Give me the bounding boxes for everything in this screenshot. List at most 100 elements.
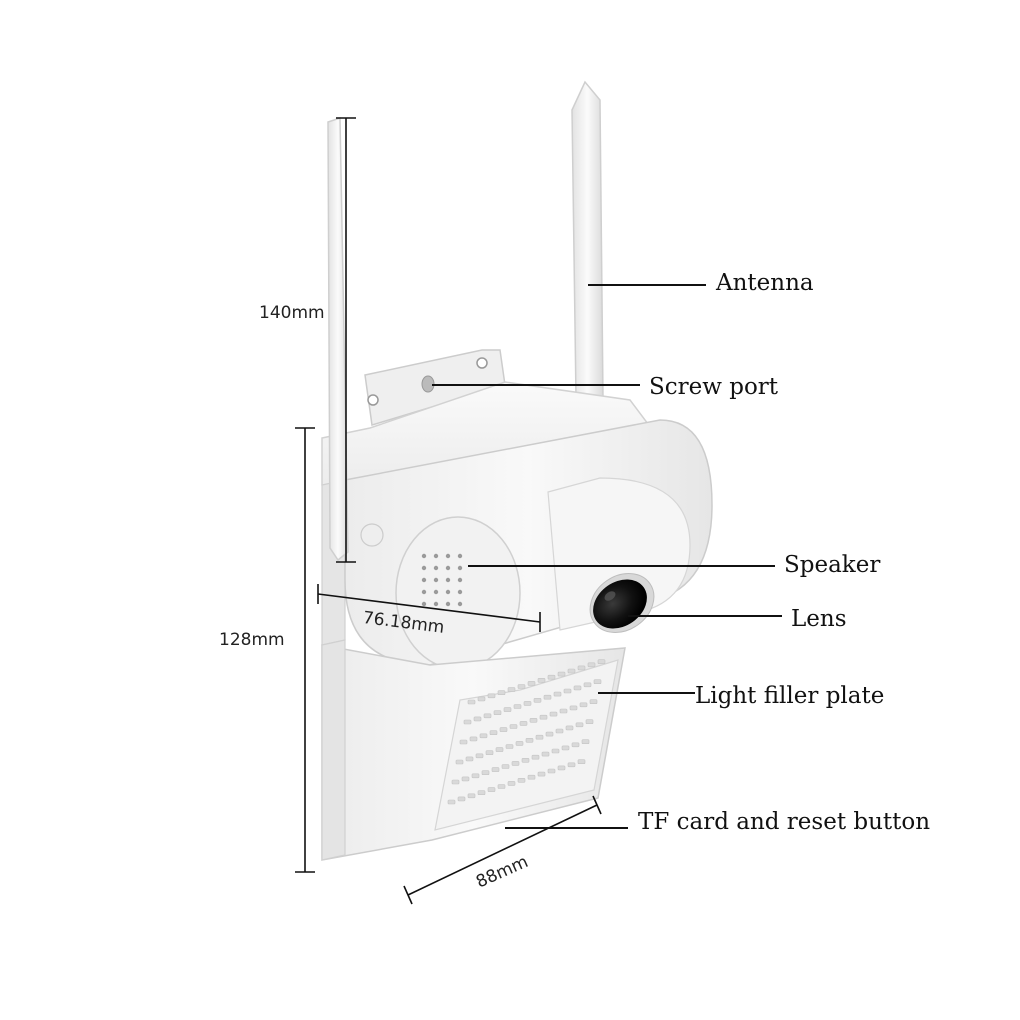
led-cell (487, 693, 496, 699)
led-cell (565, 725, 574, 731)
led-cell (467, 699, 476, 705)
led-cell (559, 708, 568, 714)
base-width-line (407, 804, 598, 896)
led-cell (543, 694, 552, 700)
led-cell (479, 733, 488, 739)
led-cell (531, 754, 540, 760)
led-cell (539, 714, 548, 720)
led-cell (535, 734, 544, 740)
led-cell (493, 710, 502, 716)
led-cell (523, 701, 532, 706)
lens-label: Lens (791, 606, 847, 632)
led-cell (497, 784, 506, 789)
led-cell (581, 739, 590, 745)
led-cell (521, 757, 530, 763)
led-cell (485, 750, 494, 756)
led-cell (447, 799, 456, 805)
callout-lines (432, 284, 782, 829)
dimension-lines (295, 117, 602, 905)
led-cell (511, 761, 520, 766)
led-cell (463, 719, 472, 725)
led-cell (487, 787, 496, 792)
led-cell (587, 662, 596, 668)
led-cell (547, 674, 556, 680)
led-cell (483, 713, 492, 719)
led-cell (597, 659, 606, 665)
led-cell (515, 741, 524, 746)
led-cell (513, 704, 522, 709)
led-cell (519, 721, 528, 726)
led-cell (495, 747, 504, 752)
led-cell (549, 711, 558, 717)
led-cell (499, 727, 508, 732)
left-antenna (327, 116, 384, 562)
led-cell (517, 777, 526, 783)
led-cell (477, 696, 486, 702)
led-cell (569, 705, 578, 711)
led-cell (547, 768, 556, 774)
led-cell (505, 744, 514, 749)
led-cell (459, 739, 468, 745)
led-cell (489, 730, 498, 736)
led-cell (573, 685, 582, 691)
led-cell (491, 767, 500, 772)
led-cell (501, 764, 510, 769)
led-cell (557, 671, 566, 677)
antenna-label: Antenna (716, 270, 814, 296)
led-cell (567, 762, 576, 768)
led-cell (455, 759, 464, 765)
led-cell (553, 691, 562, 697)
bracket-screw-icon (367, 394, 379, 406)
speaker-label: Speaker (784, 552, 881, 578)
led-cell (533, 697, 542, 703)
led-cell (457, 796, 466, 802)
led-cell (575, 722, 584, 728)
led-cell (469, 736, 478, 742)
led-cell (477, 790, 486, 796)
led-cell (585, 719, 594, 725)
led-cell (507, 781, 516, 786)
led-cell (529, 717, 538, 723)
led-cell (555, 728, 564, 734)
led-cell (503, 707, 512, 712)
led-cell (537, 771, 546, 777)
led-cell (467, 793, 476, 799)
tf-card-reset-label: TF card and reset button (638, 809, 931, 835)
led-cell (579, 702, 588, 708)
led-cell (517, 684, 526, 689)
led-cell (451, 779, 460, 785)
led-cell (589, 699, 598, 705)
led-cell (545, 731, 554, 737)
speaker-grille (421, 553, 463, 607)
lower-housing (321, 639, 626, 861)
led-cell (563, 688, 572, 694)
led-cell (497, 690, 506, 696)
antenna-height-label: 140mm (259, 303, 325, 323)
led-cell (525, 737, 534, 743)
led-cell (509, 724, 518, 729)
right-antenna (571, 80, 604, 399)
led-cell (577, 665, 586, 671)
led-array (447, 659, 606, 805)
led-cell (557, 765, 566, 771)
led-cell (571, 742, 580, 748)
led-cell (583, 682, 592, 688)
body-width-line (317, 593, 541, 623)
led-cell (473, 716, 482, 722)
led-cell (471, 773, 480, 779)
led-cell (527, 681, 536, 686)
led-cell (461, 776, 470, 782)
light-filler-plate-label: Light filler plate (695, 683, 885, 709)
led-cell (481, 770, 490, 776)
led-cell (507, 687, 516, 692)
led-cell (551, 748, 560, 754)
bracket-screw-icon (476, 357, 488, 369)
led-cell (527, 774, 536, 780)
body-height-label: 128mm (219, 630, 285, 650)
speaker-cap (395, 516, 521, 670)
mount-bracket (364, 349, 506, 426)
led-cell (541, 751, 550, 757)
led-cell (561, 745, 570, 751)
